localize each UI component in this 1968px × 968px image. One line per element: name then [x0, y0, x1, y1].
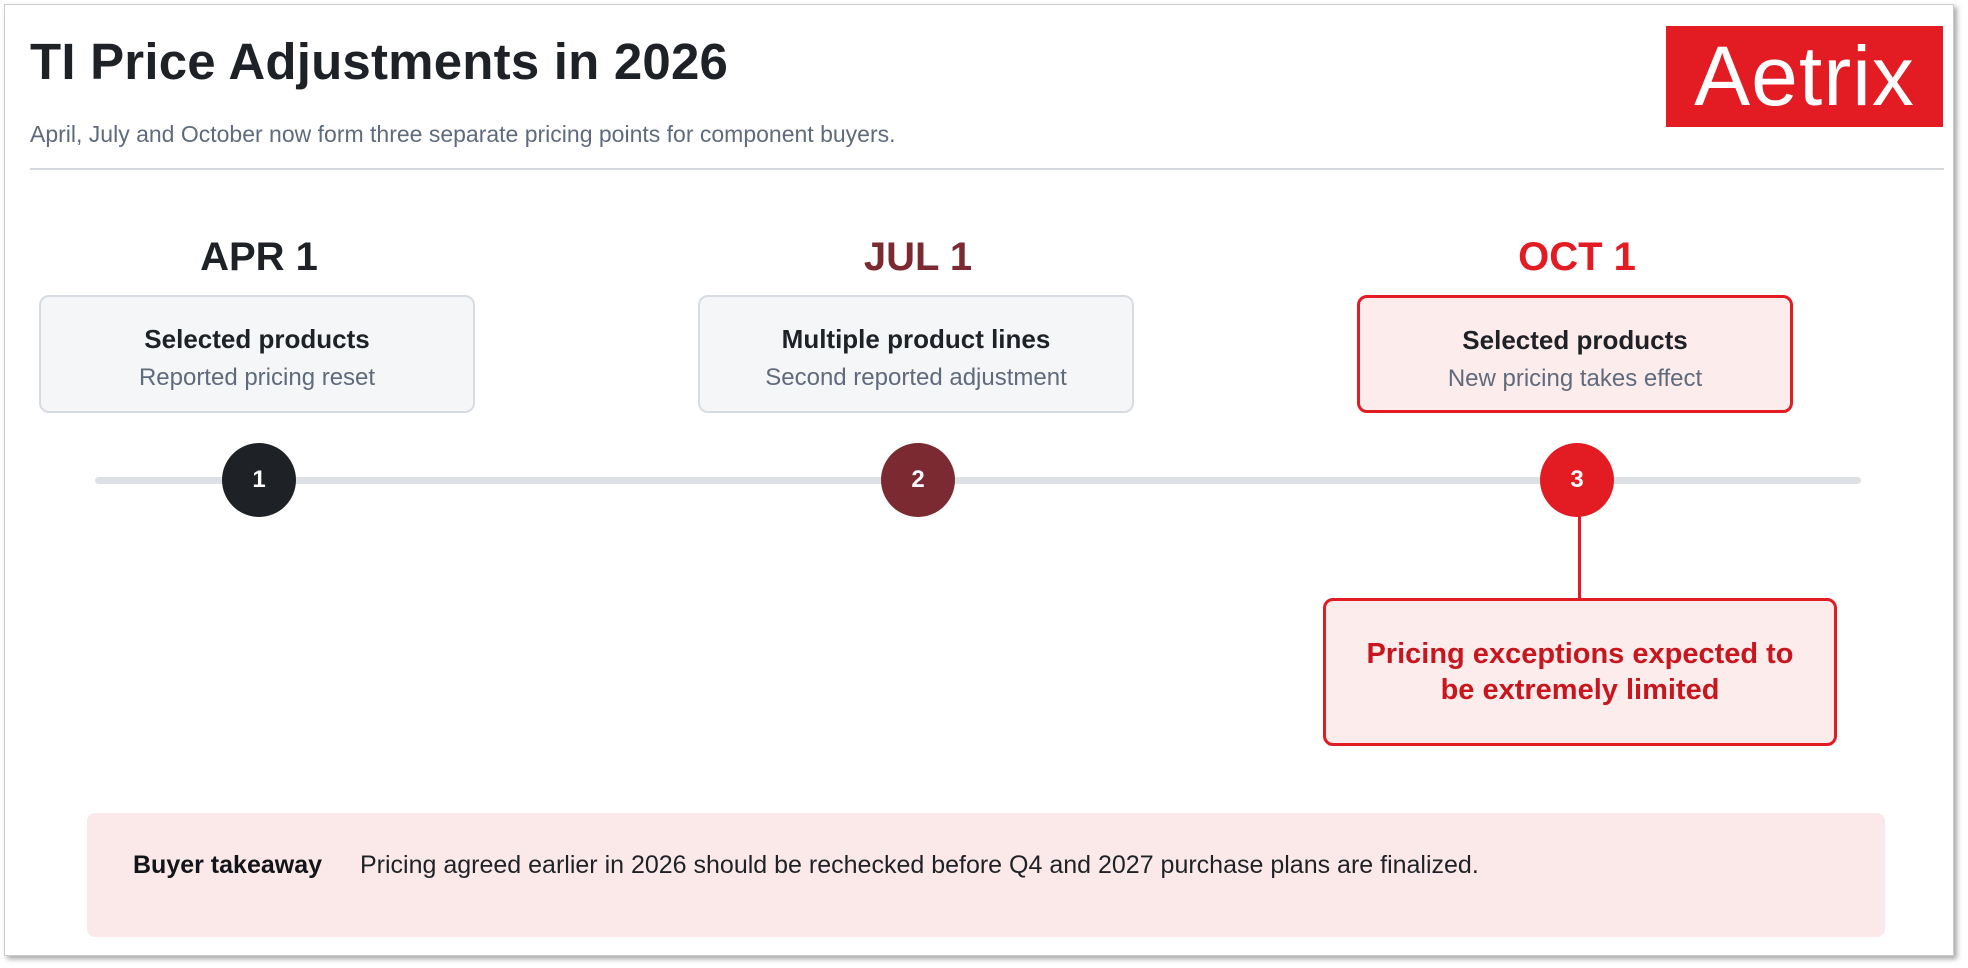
stage-date: OCT 1 — [1518, 235, 1636, 279]
stage-date: JUL 1 — [863, 235, 973, 279]
step-marker: 3 — [1540, 443, 1614, 517]
stage-card: Selected products New pricing takes effe… — [1357, 295, 1793, 413]
callout-text: Pricing exceptions expected to be extrem… — [1366, 638, 1794, 706]
step-marker: 1 — [222, 443, 296, 517]
stage-heading: Selected products — [144, 324, 370, 354]
stage-heading: Selected products — [1462, 325, 1688, 355]
exceptions-callout: Pricing exceptions expected to be extrem… — [1323, 598, 1837, 746]
stage-detail: Second reported adjustment — [765, 364, 1067, 391]
timeline-stage-jul: JUL 1 Multiple product lines Second repo… — [698, 5, 1138, 765]
page-title: TI Price Adjustments in 2026 — [30, 33, 729, 90]
timeline-stage-apr: APR 1 Selected products Reported pricing… — [39, 5, 479, 765]
buyer-takeaway-banner: Buyer takeaway Pricing agreed earlier in… — [87, 813, 1885, 937]
step-marker: 2 — [881, 443, 955, 517]
aetrix-logo: Aetrix — [1666, 26, 1943, 127]
stage-detail: Reported pricing reset — [138, 364, 376, 391]
stage-card: Multiple product lines Second reported a… — [698, 295, 1134, 413]
takeaway-label: Buyer takeaway — [133, 851, 323, 879]
stage-card: Selected products Reported pricing reset — [39, 295, 475, 413]
header-divider — [30, 168, 1944, 170]
takeaway-text: Pricing agreed earlier in 2026 should be… — [360, 851, 1479, 879]
stage-detail: New pricing takes effect — [1447, 365, 1703, 392]
timeline-track — [95, 477, 1861, 484]
stage-date: APR 1 — [200, 235, 318, 279]
callout-connector — [1578, 515, 1581, 599]
stage-heading: Multiple product lines — [781, 324, 1051, 354]
slide-frame: TI Price Adjustments in 2026 April, July… — [4, 4, 1954, 956]
page-subtitle: April, July and October now form three s… — [30, 121, 896, 147]
timeline-stage-oct: OCT 1 Selected products New pricing take… — [1357, 5, 1797, 765]
